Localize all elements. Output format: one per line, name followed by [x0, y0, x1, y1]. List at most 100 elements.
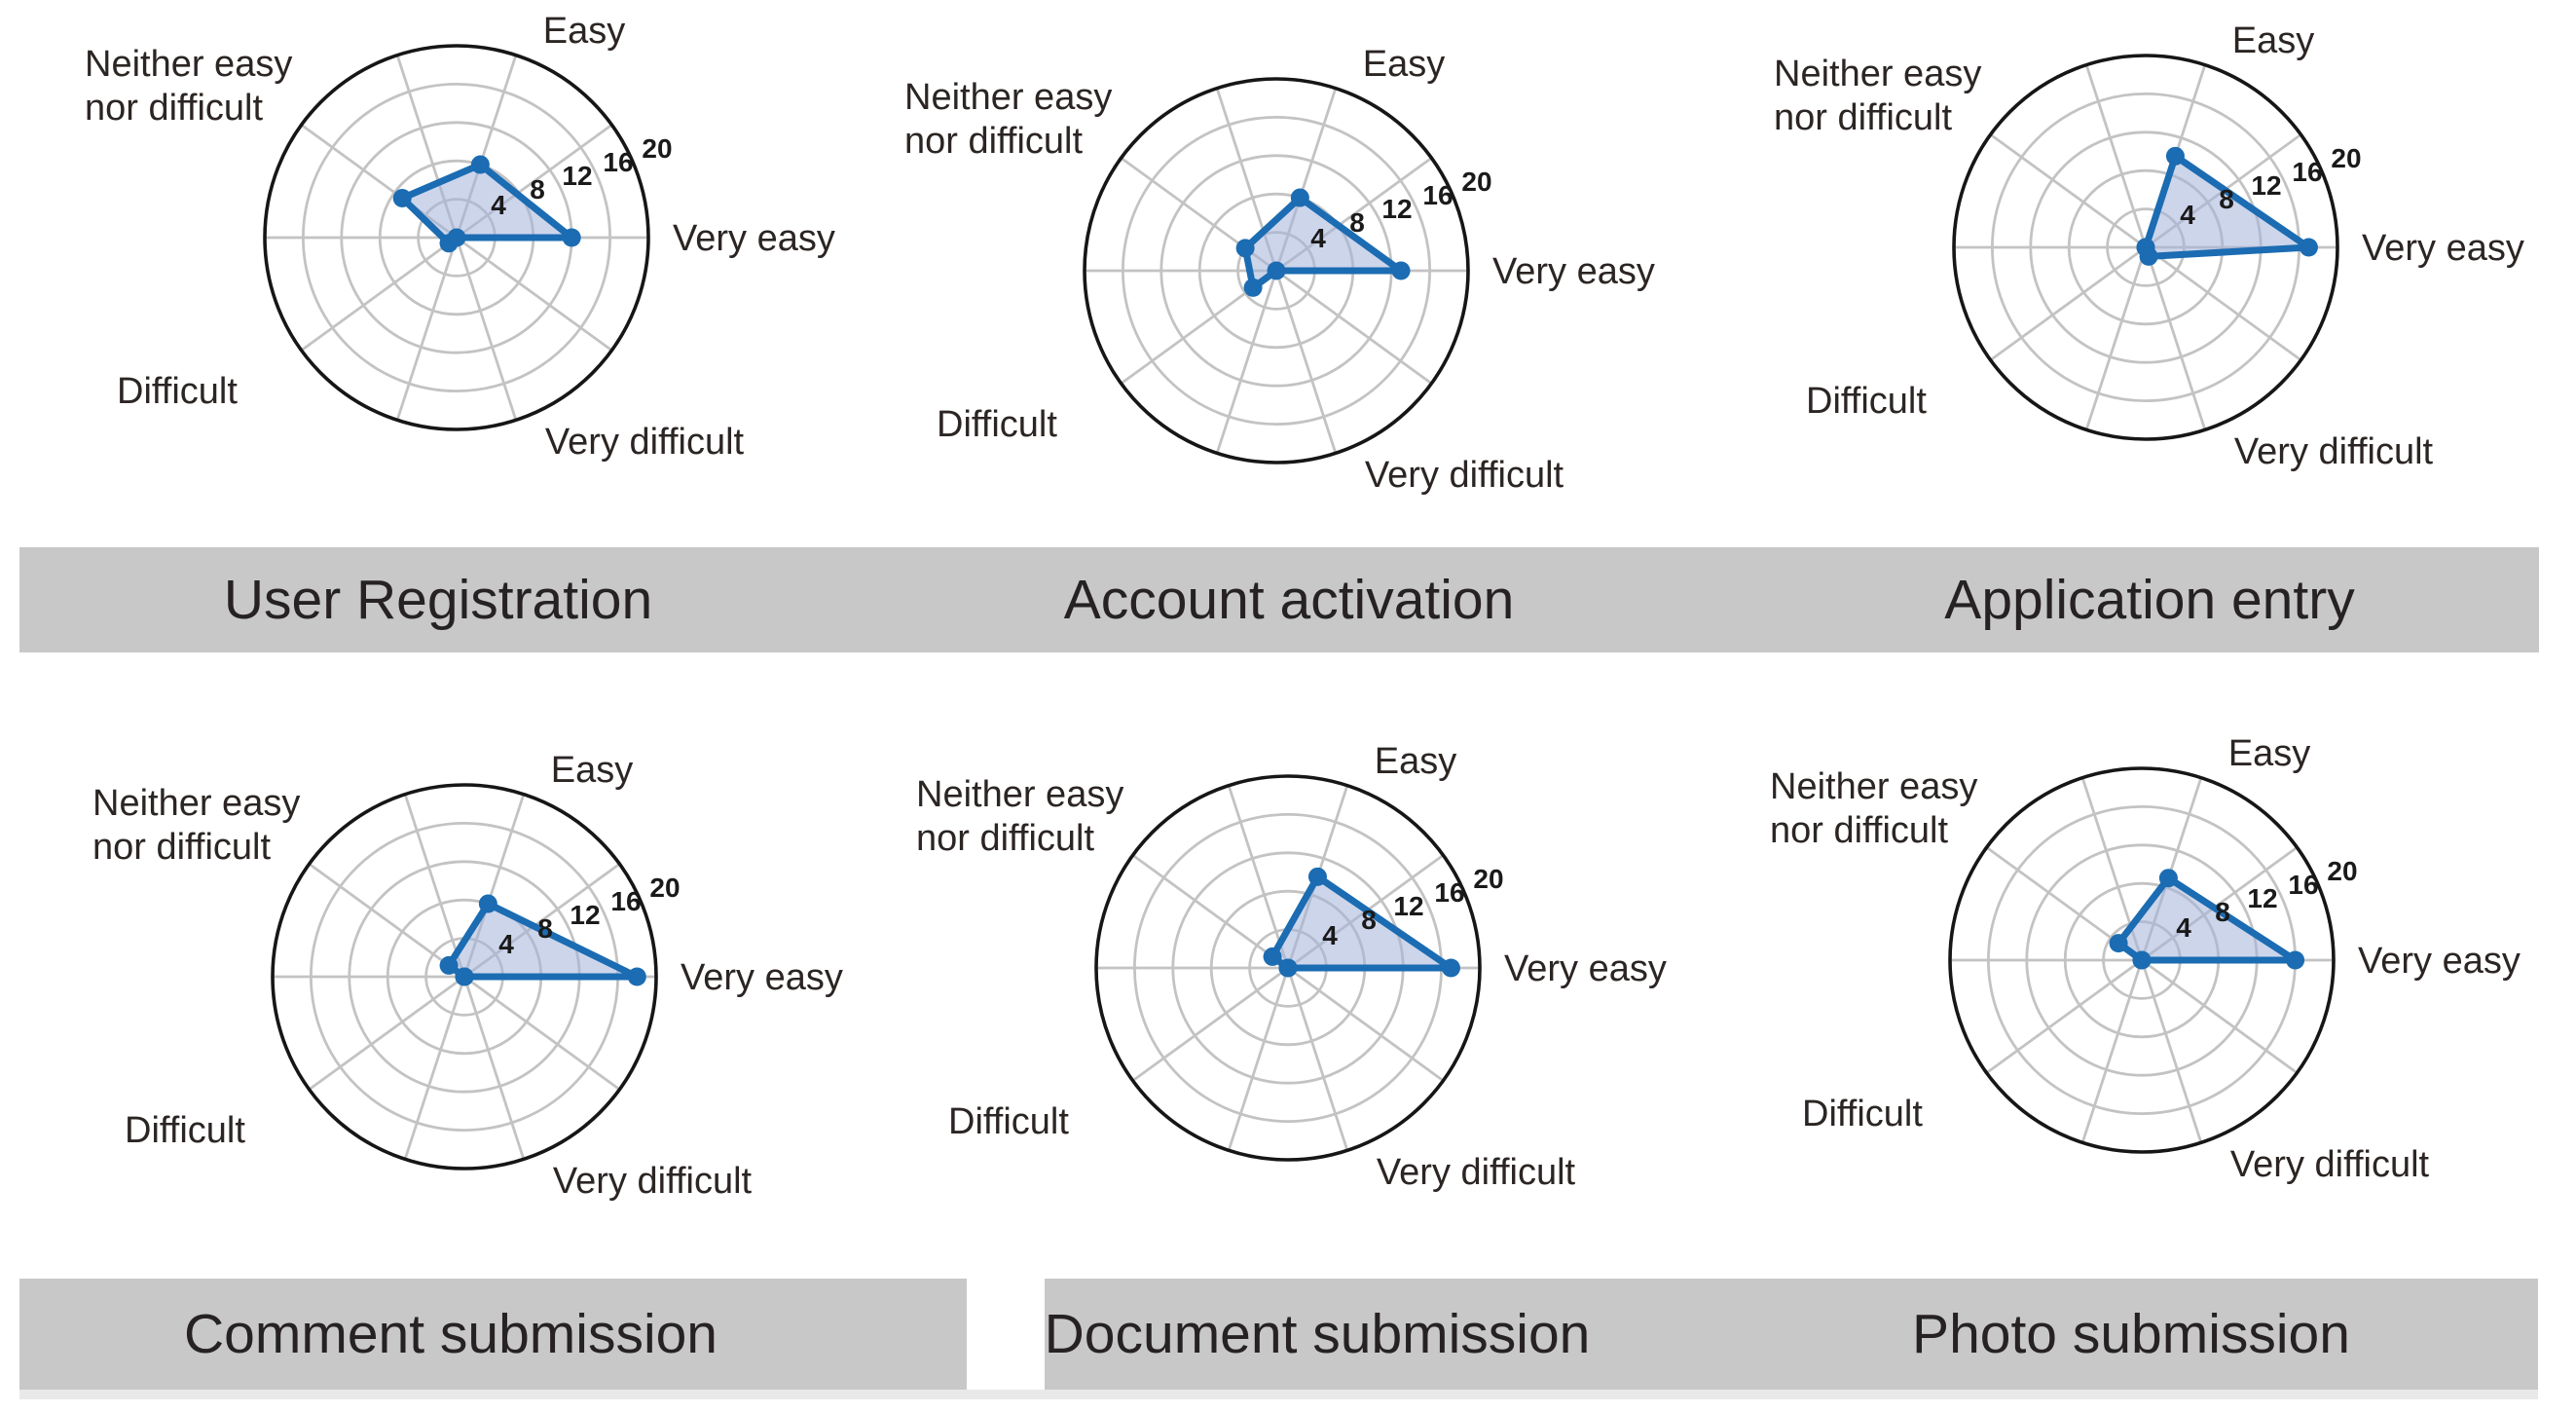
- axis-label-difficult: Difficult: [117, 371, 238, 412]
- data-point: [2299, 238, 2318, 257]
- radial-tick-label: 12: [2251, 170, 2281, 201]
- data-point: [1267, 261, 1286, 280]
- data-point: [1278, 958, 1298, 978]
- data-point: [439, 955, 459, 975]
- radial-tick-label: 20: [642, 133, 672, 164]
- axis-label-difficult: Difficult: [937, 404, 1057, 445]
- radial-tick-label: 20: [2331, 143, 2361, 173]
- axis-label-very_difficult: Very difficult: [545, 422, 745, 463]
- radial-tick-label: 4: [491, 190, 506, 220]
- axis-label-neither_line2: nor difficult: [85, 88, 264, 129]
- radial-tick-label: 4: [1310, 223, 1326, 253]
- radial-tick-label: 8: [2219, 184, 2234, 214]
- data-point: [1290, 188, 1309, 207]
- data-point: [2158, 869, 2178, 888]
- axis-label-neither_line1: Neither easy: [85, 44, 292, 85]
- chart-title-application-entry: Application entry: [1944, 569, 2355, 631]
- axis-label-easy: Easy: [2228, 733, 2310, 774]
- radial-tick-label: 20: [649, 873, 680, 903]
- chart-title-account-activation: Account activation: [1063, 569, 1515, 631]
- radial-tick-label: 16: [1434, 877, 1464, 908]
- axis-label-very_easy: Very easy: [2358, 941, 2521, 982]
- data-point: [478, 894, 497, 913]
- axis-label-very_easy: Very easy: [2362, 228, 2524, 269]
- radial-tick-label: 12: [562, 161, 592, 191]
- radial-tick-label: 8: [530, 174, 545, 204]
- radial-tick-label: 4: [2180, 200, 2195, 230]
- title-banner-row2-right: [1045, 1279, 2538, 1390]
- data-point: [2286, 950, 2305, 970]
- radial-tick-label: 8: [1349, 207, 1365, 238]
- data-point: [1307, 867, 1327, 886]
- radial-tick-label: 16: [603, 147, 633, 177]
- chart-title-user-registration: User Registration: [223, 569, 653, 631]
- axis-label-difficult: Difficult: [948, 1101, 1069, 1142]
- axis-label-very_difficult: Very difficult: [2234, 431, 2434, 472]
- data-point: [1391, 261, 1411, 280]
- data-point: [1235, 239, 1255, 258]
- axis-label-neither_line2: nor difficult: [1770, 810, 1949, 851]
- axis-label-very_easy: Very easy: [681, 957, 843, 998]
- radial-tick-label: 8: [2215, 897, 2230, 927]
- data-polygon: [398, 161, 575, 247]
- data-polygon: [1241, 194, 1405, 291]
- radial-tick-label: 4: [1322, 920, 1338, 950]
- banner-underline-row2: [19, 1390, 2538, 1399]
- outer-circle: [1094, 774, 1482, 1162]
- radial-tick-label: 8: [1361, 905, 1377, 935]
- radial-tick-label: 16: [610, 886, 641, 916]
- axis-label-very_easy: Very easy: [1504, 948, 1667, 989]
- radial-tick-label: 16: [1422, 180, 1453, 210]
- axis-label-easy: Easy: [543, 11, 625, 52]
- data-point: [1441, 958, 1460, 978]
- chart-title-comment-submission: Comment submission: [183, 1303, 718, 1365]
- axis-label-neither_line2: nor difficult: [904, 121, 1084, 162]
- radial-tick-label: 12: [2247, 883, 2277, 913]
- title-banner-row2-left: [19, 1279, 967, 1390]
- axis-label-difficult: Difficult: [1802, 1094, 1923, 1134]
- axis-label-difficult: Difficult: [125, 1110, 245, 1151]
- radial-tick-label: 20: [1473, 864, 1503, 894]
- data-point: [470, 155, 490, 174]
- radial-tick-label: 16: [2288, 870, 2318, 900]
- outer-circle: [1948, 766, 2336, 1154]
- data-point: [2139, 246, 2158, 266]
- axis-label-easy: Easy: [1375, 741, 1456, 782]
- outer-circle: [263, 44, 650, 431]
- radial-tick-label: 4: [2176, 912, 2191, 943]
- radial-tick-label: 12: [1381, 194, 1412, 224]
- data-point: [392, 188, 412, 207]
- axis-label-neither_line2: nor difficult: [916, 818, 1095, 859]
- axis-label-neither_line1: Neither easy: [1774, 54, 1981, 94]
- data-point: [627, 967, 646, 986]
- axis-label-neither_line2: nor difficult: [92, 827, 272, 868]
- axis-label-very_easy: Very easy: [673, 218, 835, 259]
- axis-label-neither_line1: Neither easy: [916, 774, 1123, 815]
- data-point: [447, 228, 466, 247]
- axis-label-easy: Easy: [2232, 20, 2314, 61]
- data-point: [1243, 278, 1263, 297]
- axis-label-neither_line1: Neither easy: [1770, 766, 1977, 807]
- radial-tick-label: 20: [1461, 167, 1491, 197]
- data-point: [2165, 146, 2185, 166]
- data-point: [562, 228, 581, 247]
- axis-label-very_difficult: Very difficult: [1365, 455, 1564, 496]
- radial-tick-label: 20: [2327, 856, 2357, 886]
- data-point: [1263, 947, 1282, 966]
- axis-label-very_difficult: Very difficult: [553, 1161, 753, 1202]
- title-banner-row1: [19, 547, 2539, 652]
- radial-tick-label: 4: [498, 929, 514, 959]
- axis-label-easy: Easy: [551, 750, 633, 791]
- data-point: [2132, 950, 2152, 970]
- chart-title-document-submission: Document submission: [1044, 1303, 1591, 1365]
- axis-label-very_easy: Very easy: [1492, 251, 1655, 292]
- outer-circle: [1083, 77, 1470, 464]
- data-point: [455, 967, 474, 986]
